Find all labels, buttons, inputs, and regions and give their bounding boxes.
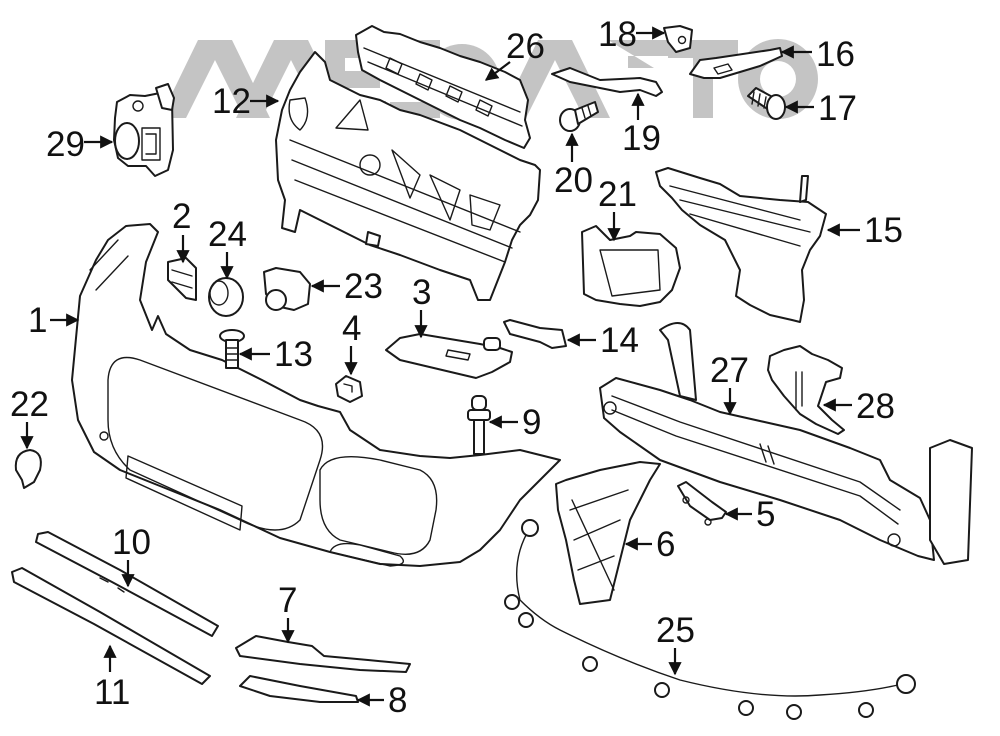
- callout-label: 15: [864, 211, 903, 250]
- callout-label: 23: [344, 267, 383, 306]
- callout-5[interactable]: 5: [724, 495, 775, 534]
- part-26-upper-grille-support[interactable]: [355, 25, 531, 149]
- part-4-clip-nut[interactable]: [335, 375, 363, 403]
- callout-label: 16: [816, 35, 855, 74]
- part-28-absorber-bracket[interactable]: [767, 345, 845, 435]
- callout-label: 28: [856, 387, 895, 426]
- callout-6[interactable]: 6: [624, 525, 675, 564]
- callout-12[interactable]: 12: [212, 82, 280, 121]
- part-7-lower-trim-strip[interactable]: [235, 635, 411, 673]
- callout-label: 21: [598, 175, 637, 214]
- callout-label: 1: [28, 301, 47, 340]
- callout-27[interactable]: 27: [710, 351, 749, 416]
- part-9-push-pin[interactable]: [467, 395, 491, 455]
- callout-25[interactable]: 25: [656, 611, 695, 676]
- callout-label: 14: [600, 321, 639, 360]
- part-5-tow-hook-cover[interactable]: [677, 481, 727, 526]
- callout-19[interactable]: 19: [622, 92, 661, 158]
- leader-arrow: [484, 61, 511, 81]
- part-17-screw[interactable]: [747, 87, 786, 120]
- callout-24[interactable]: 24: [208, 215, 247, 280]
- part-18-clip[interactable]: [663, 25, 693, 53]
- callout-22[interactable]: 22: [10, 385, 49, 450]
- callout-18[interactable]: 18: [598, 15, 666, 54]
- callout-9[interactable]: 9: [488, 403, 541, 442]
- callout-2[interactable]: 2: [172, 197, 191, 264]
- part-25-wiring-harness[interactable]: [504, 519, 916, 720]
- callout-20[interactable]: 20: [554, 132, 593, 200]
- callout-26[interactable]: 26: [484, 27, 545, 81]
- callout-11[interactable]: 11: [94, 644, 130, 712]
- part-27-impact-bar[interactable]: [599, 322, 973, 565]
- callout-1[interactable]: 1: [28, 301, 80, 340]
- callout-13[interactable]: 13: [238, 335, 313, 374]
- part-22-tow-eye-cap[interactable]: [14, 449, 42, 489]
- callout-17[interactable]: 17: [784, 89, 857, 128]
- callout-label: 9: [522, 403, 541, 442]
- callout-label: 2: [172, 197, 191, 236]
- callout-label: 27: [710, 351, 749, 390]
- part-11-lower-spoiler-strip[interactable]: [11, 567, 211, 685]
- callout-23[interactable]: 23: [310, 267, 383, 306]
- callout-label: 25: [656, 611, 695, 650]
- callout-8[interactable]: 8: [356, 681, 407, 720]
- part-24-sensor-retainer[interactable]: [208, 277, 244, 317]
- callout-label: 10: [112, 523, 151, 562]
- callout-16[interactable]: 16: [780, 35, 855, 74]
- part-2-side-bracket-insert[interactable]: [167, 257, 197, 301]
- callout-label: 29: [46, 125, 85, 164]
- callout-label: 26: [506, 27, 545, 66]
- part-12-center-grille[interactable]: [275, 51, 541, 301]
- part-13-bolt[interactable]: [219, 329, 245, 369]
- callout-label: 20: [554, 161, 593, 200]
- part-1-bumper-cover[interactable]: [71, 223, 561, 567]
- callout-28[interactable]: 28: [822, 387, 895, 426]
- part-19-upper-bracket[interactable]: [551, 67, 663, 97]
- watermark-o-hole: [760, 61, 796, 97]
- callout-label: 22: [10, 385, 49, 424]
- part-20-bolt[interactable]: [559, 101, 599, 132]
- part-6-side-grille-bracket[interactable]: [555, 461, 661, 605]
- callout-label: 17: [818, 89, 857, 128]
- callout-label: 13: [274, 335, 313, 374]
- callouts: 1 2 3 4 5 6 7: [10, 15, 903, 720]
- callout-3[interactable]: 3: [412, 273, 431, 339]
- part-3-mounting-bracket[interactable]: [385, 333, 513, 379]
- callout-label: 8: [388, 681, 407, 720]
- callout-label: 4: [342, 309, 361, 348]
- callout-29[interactable]: 29: [46, 125, 114, 164]
- callout-label: 5: [756, 495, 775, 534]
- callout-21[interactable]: 21: [598, 175, 637, 242]
- callout-label: 7: [278, 581, 297, 620]
- callout-14[interactable]: 14: [566, 321, 639, 360]
- part-23-parking-sensor[interactable]: [263, 267, 311, 311]
- callout-label: 12: [212, 82, 251, 121]
- callout-label: 3: [412, 273, 431, 312]
- part-14-retainer-strip[interactable]: [503, 319, 567, 349]
- callout-15[interactable]: 15: [826, 211, 903, 250]
- callout-label: 24: [208, 215, 247, 254]
- part-15-side-grille[interactable]: [655, 167, 827, 323]
- callout-10[interactable]: 10: [112, 523, 151, 588]
- callout-label: 18: [598, 15, 637, 54]
- part-21-air-duct[interactable]: [581, 225, 681, 307]
- callout-7[interactable]: 7: [278, 581, 297, 644]
- callout-label: 6: [656, 525, 675, 564]
- callout-label: 11: [94, 673, 130, 712]
- callout-4[interactable]: 4: [342, 309, 361, 376]
- part-29-camera-sensor[interactable]: [113, 83, 175, 177]
- part-8-lower-trim-molding[interactable]: [239, 675, 359, 703]
- callout-label: 19: [622, 119, 661, 158]
